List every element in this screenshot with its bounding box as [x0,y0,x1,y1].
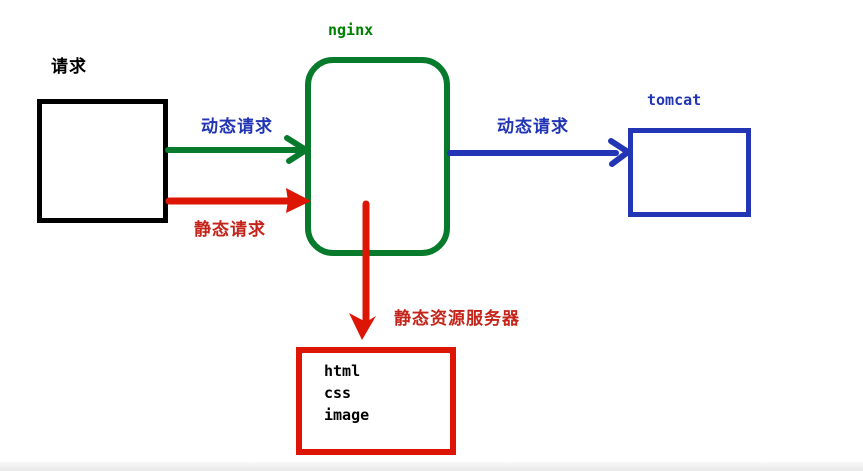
static-server-content: html css image [324,360,369,426]
nginx-label: nginx [328,21,374,39]
tomcat-label: tomcat [647,91,702,109]
nginx-box [305,57,450,256]
static-request-label: 静态请求 [194,220,266,240]
static-file-type-html: html [324,362,361,380]
request-box [37,99,168,223]
tomcat-box [628,128,751,217]
static-file-type-image: image [324,406,370,424]
dynamic-request-right-label: 动态请求 [497,117,569,137]
dynamic-request-left-label: 动态请求 [201,117,273,137]
static-server-box [296,347,456,455]
static-request-arrow-left [165,188,311,213]
dynamic-request-arrow-right [447,138,631,167]
dynamic-request-arrow-left [165,135,309,164]
static-resource-server-label: 静态资源服务器 [394,309,520,329]
footer-strip [0,462,863,471]
static-file-type-css: css [324,384,352,402]
request-label: 请求 [51,57,87,77]
